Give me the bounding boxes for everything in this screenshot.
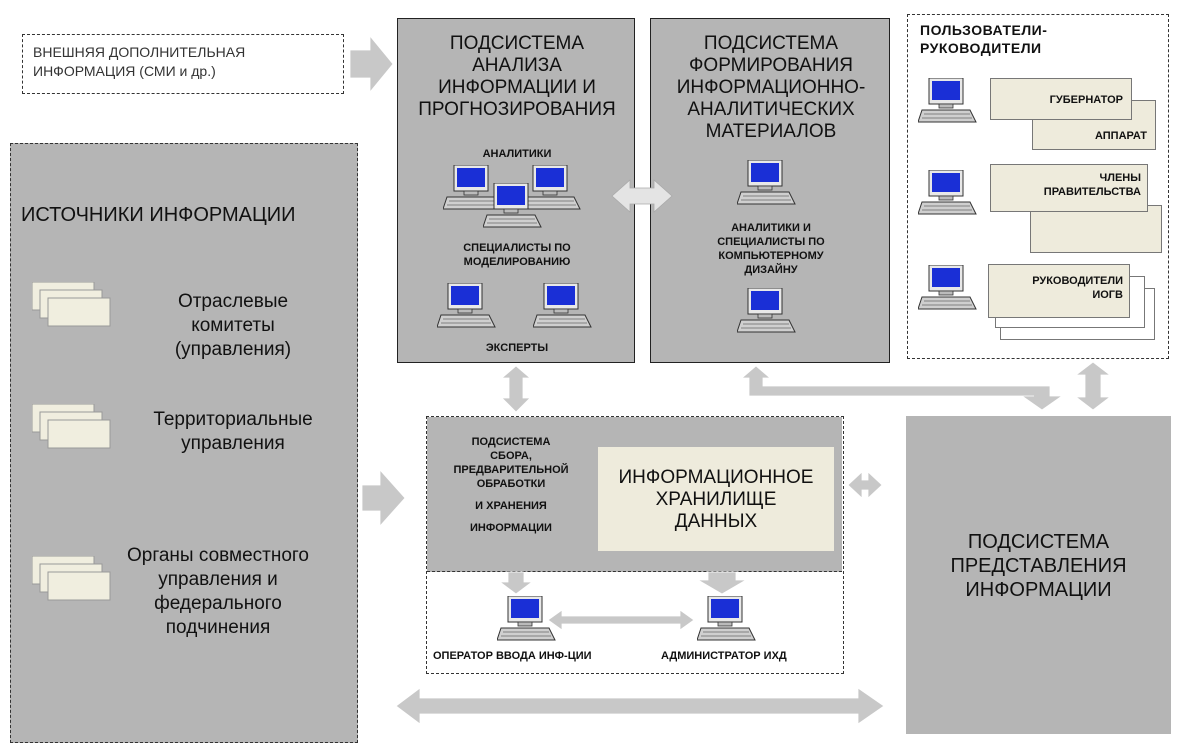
computer-icon (737, 160, 796, 205)
arrow-bidirectional-icon (500, 365, 532, 413)
computer-icon (737, 288, 796, 333)
warehouse-title-2: ХРАНИЛИЩЕ (655, 489, 777, 510)
external-info-box: ВНЕШНЯЯ ДОПОЛНИТЕЛЬНАЯ ИНФОРМАЦИЯ (СМИ и… (22, 34, 344, 94)
heads-label-2: ИОГВ (1092, 289, 1123, 301)
computer-icon (918, 78, 977, 123)
experts-label: ЭКСПЕРТЫ (485, 342, 549, 354)
collection-text-5: И ХРАНЕНИЯ (475, 500, 547, 512)
computer-icon (483, 183, 542, 228)
computer-icon (918, 265, 977, 310)
arrow-bidirectional-icon (395, 687, 885, 725)
modelers-label-1: СПЕЦИАЛИСТЫ ПО (463, 242, 571, 254)
apparatus-label: АППАРАТ (1094, 130, 1147, 142)
warehouse-box: ИНФОРМАЦИОННОЕ ХРАНИЛИЩЕ ДАННЫХ (598, 447, 834, 551)
source-item1-line1: Отраслевые (177, 291, 289, 312)
analysis-subsystem-box: ПОДСИСТЕМА АНАЛИЗА ИНФОРМАЦИИ И ПРОГНОЗИ… (397, 18, 635, 363)
source-item2-line1: Территориальные (153, 409, 313, 430)
source-item3-line2: управления и (158, 569, 278, 590)
materials-title-4: АНАЛИТИЧЕСКИХ (687, 99, 855, 120)
computer-icon (497, 596, 556, 641)
analysis-title-1: ПОДСИСТЕМА (449, 33, 585, 54)
arrow-right-icon (349, 34, 394, 94)
presentation-title-2: ПРЕДСТАВЛЕНИЯ (950, 555, 1127, 577)
arrow-right-icon (361, 468, 406, 528)
computer-icon (437, 283, 496, 328)
operator-label: ОПЕРАТОР ВВОДА ИНФ-ЦИИ (433, 650, 592, 662)
source-item3-line4: подчинения (165, 617, 271, 638)
materials-title-2: ФОРМИРОВАНИЯ (688, 55, 853, 76)
admin-label: АДМИНИСТРАТОР ИХД (661, 650, 787, 662)
governor-label: ГУБЕРНАТОР (1049, 94, 1123, 106)
document-stack-icon (32, 404, 111, 449)
members-card: ЧЛЕНЫ ПРАВИТЕЛЬСТВА (990, 164, 1148, 212)
arrow-bidirectional-icon (1074, 361, 1112, 411)
presentation-title-1: ПОДСИСТЕМА (967, 531, 1110, 553)
collection-text-1: ПОДСИСТЕМА (471, 436, 551, 448)
collection-text-2: СБОРА, (490, 450, 532, 462)
users-title-1: ПОЛЬЗОВАТЕЛИ- (920, 22, 1048, 38)
analysis-title-2: АНАЛИЗА (472, 55, 562, 76)
governor-card: ГУБЕРНАТОР (990, 78, 1132, 120)
members-card-back (1030, 205, 1162, 253)
document-stack-icon (32, 282, 111, 327)
external-info-line1: ВНЕШНЯЯ ДОПОЛНИТЕЛЬНАЯ (33, 44, 246, 60)
computer-icon (918, 170, 977, 215)
analysis-title-3: ИНФОРМАЦИИ И (438, 77, 596, 98)
source-item2-line2: управления (181, 433, 285, 454)
materials-title-1: ПОДСИСТЕМА (703, 33, 839, 54)
computer-icon (533, 283, 592, 328)
materials-staff-1: АНАЛИТИКИ И (731, 222, 811, 234)
presentation-title-3: ИНФОРМАЦИИ (965, 579, 1112, 601)
members-label-1: ЧЛЕНЫ (1099, 172, 1142, 184)
users-title-2: РУКОВОДИТЕЛИ (920, 40, 1042, 56)
collection-text-4: ОБРАБОТКИ (476, 478, 546, 490)
materials-title-5: МАТЕРИАЛОВ (705, 121, 837, 142)
materials-staff-3: КОМПЬЮТЕРНОМУ (718, 250, 824, 262)
source-item1-line2: комитеты (191, 315, 275, 336)
materials-staff-4: ДИЗАЙНУ (744, 264, 798, 276)
warehouse-title-3: ДАННЫХ (674, 511, 758, 532)
heads-card: РУКОВОДИТЕЛИ ИОГВ (988, 264, 1130, 318)
heads-label-1: РУКОВОДИТЕЛИ (1032, 275, 1123, 287)
materials-staff-2: СПЕЦИАЛИСТЫ ПО (717, 236, 825, 248)
source-item3-line1: Органы совместного (127, 545, 309, 566)
materials-title-3: ИНФОРМАЦИОННО- (676, 77, 866, 98)
arrow-connector-icon (740, 365, 1064, 411)
collection-box: ПОДСИСТЕМА СБОРА, ПРЕДВАРИТЕЛЬНОЙ ОБРАБО… (426, 416, 844, 674)
modelers-label-2: МОДЕЛИРОВАНИЮ (463, 256, 571, 268)
sources-title: ИСТОЧНИКИ ИНФОРМАЦИИ (21, 204, 296, 226)
computer-icon (697, 596, 756, 641)
source-item1-line3: (управления) (174, 339, 292, 360)
presentation-box: ПОДСИСТЕМА ПРЕДСТАВЛЕНИЯ ИНФОРМАЦИИ (906, 416, 1171, 734)
analysts-label: АНАЛИТИКИ (482, 148, 552, 160)
members-label-2: ПРАВИТЕЛЬСТВА (1043, 186, 1141, 198)
external-info-line2: ИНФОРМАЦИЯ (СМИ и др.) (33, 63, 216, 79)
warehouse-title-1: ИНФОРМАЦИОННОЕ (618, 467, 814, 488)
analysis-title-4: ПРОГНОЗИРОВАНИЯ (418, 99, 616, 120)
source-item3-line3: федерального (154, 593, 282, 614)
collection-text-3: ПРЕДВАРИТЕЛЬНОЙ (453, 464, 569, 476)
collection-text-6: ИНФОРМАЦИИ (470, 522, 552, 534)
users-box: ПОЛЬЗОВАТЕЛИ- РУКОВОДИТЕЛИ (907, 14, 1169, 359)
arrow-bidirectional-icon (847, 471, 883, 499)
